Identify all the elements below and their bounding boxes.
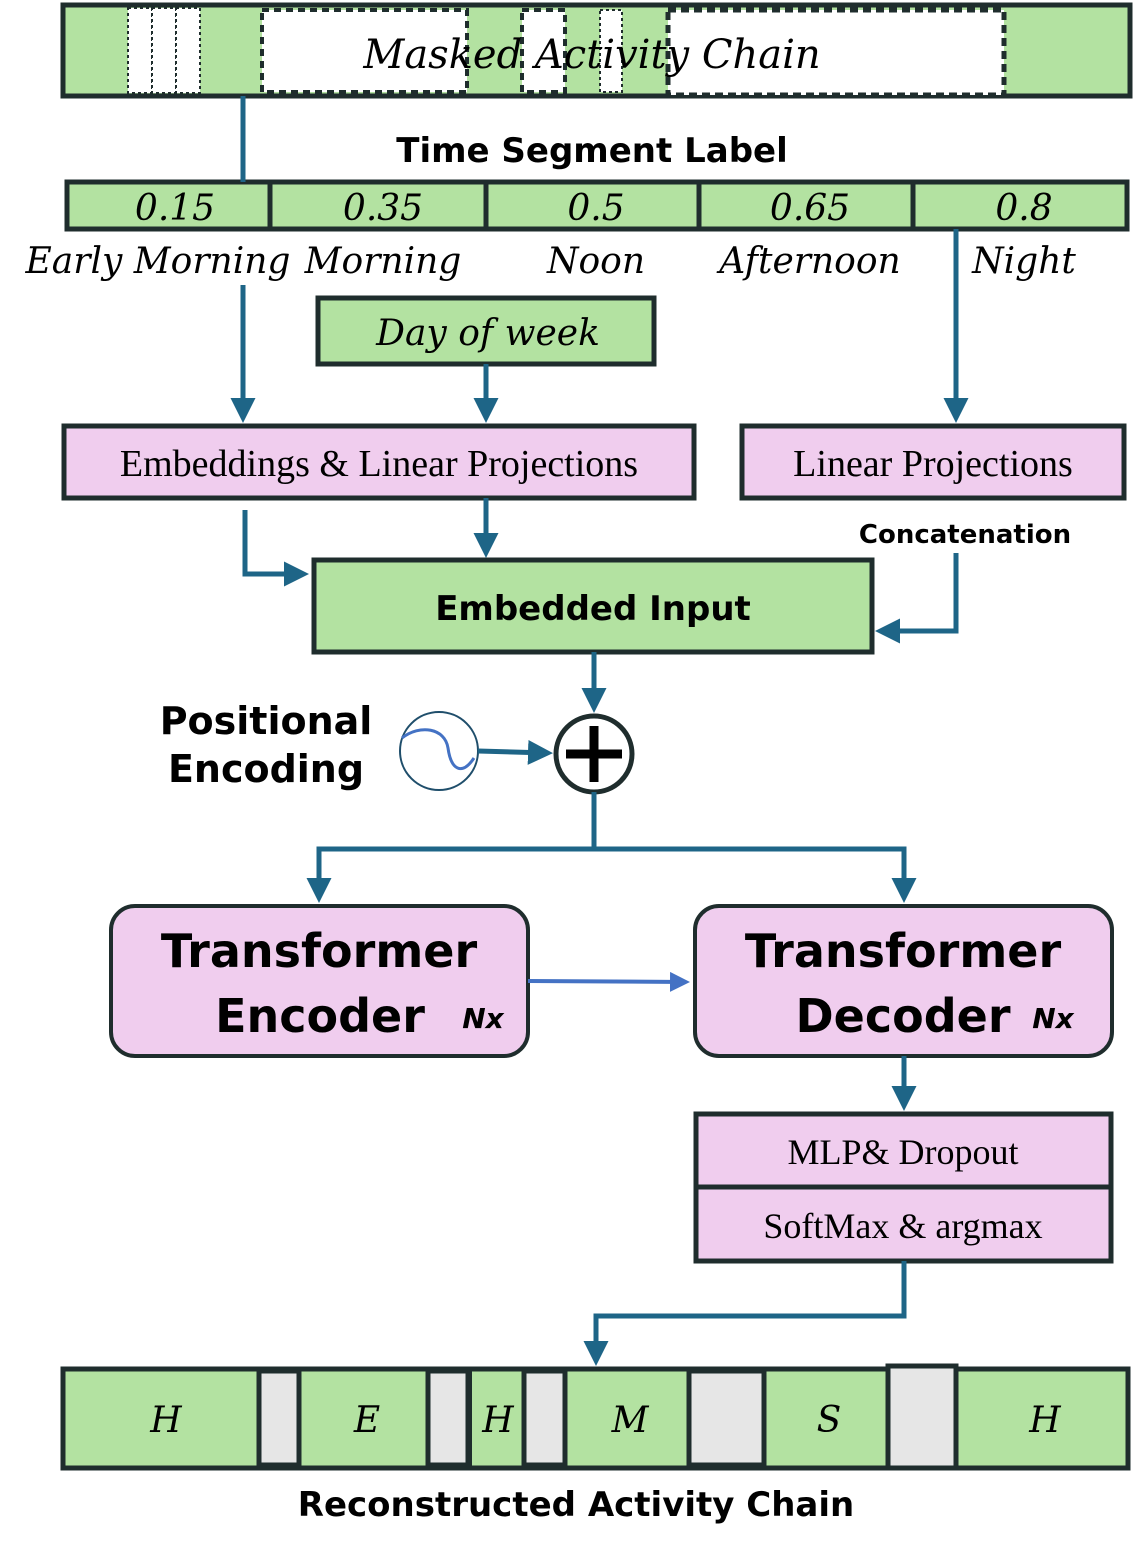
encoder-line1: Transformer (161, 924, 478, 978)
arrow-add-to-encoder (306, 792, 597, 903)
segment-name: Morning (304, 241, 462, 282)
reconstructed-chain: H E H M S H (60, 1363, 1131, 1471)
segment-name: Early Morning (25, 241, 291, 282)
embedded-input-box: Embedded Input (311, 557, 875, 655)
empty-cell (425, 1368, 471, 1468)
empty-cell (521, 1368, 568, 1468)
wave-icon (399, 711, 479, 791)
segment-value: 0.15 (135, 188, 215, 229)
transformer-decoder-box: Transformer Decoder Nx (693, 904, 1114, 1058)
segment-name: Night (971, 241, 1076, 282)
masked-chain-label: Masked Activity Chain (362, 32, 820, 78)
mask-block (520, 8, 567, 94)
segment-value: 0.35 (343, 188, 423, 229)
segment-name: Noon (546, 241, 645, 282)
activity-cell: S (817, 1400, 842, 1441)
embeddings-label: Embeddings & Linear Projections (120, 443, 638, 485)
connectors (230, 96, 969, 1366)
mlp-dropout-box: MLP& Dropout (693, 1111, 1114, 1190)
add-icon (553, 713, 635, 795)
arrow-embeddings-to-input (242, 510, 309, 587)
embedded-input-label: Embedded Input (435, 589, 751, 629)
mask-block (599, 9, 623, 93)
empty-cell (256, 1368, 302, 1468)
decoder-line2: Decoder (795, 989, 1010, 1043)
transformer-encoder-box: Transformer Encoder Nx (109, 904, 530, 1058)
mlp-label: MLP& Dropout (787, 1132, 1018, 1172)
activity-cell: H (481, 1400, 514, 1441)
activity-cell: E (353, 1400, 380, 1441)
arrow-linear-to-input (875, 553, 959, 644)
segment-name: Afternoon (716, 241, 900, 282)
time-segment-bar: 0.15 0.35 0.5 0.65 0.8 (64, 179, 1130, 232)
empty-cell (686, 1368, 767, 1468)
concatenation-label: Concatenation (859, 520, 1071, 550)
arrow-add-to-decoder (594, 846, 917, 903)
segment-value: 0.8 (995, 188, 1052, 229)
softmax-box: SoftMax & argmax (693, 1184, 1114, 1264)
decoder-line1: Transformer (745, 924, 1062, 978)
arrow-pe-to-add (477, 739, 553, 765)
arrow-encoder-to-decoder (527, 971, 690, 992)
encoder-line2: Encoder (215, 989, 425, 1043)
positional-encoding-line1: Positional (160, 699, 373, 743)
activity-cell: H (1028, 1400, 1061, 1441)
encoder-nx: Nx (462, 1002, 504, 1035)
mask-block (175, 7, 201, 94)
segment-value: 0.65 (770, 188, 850, 229)
positional-encoding-line2: Encoding (168, 747, 364, 791)
mask-block (665, 7, 1007, 98)
masked-activity-chain: Masked Activity Chain (60, 2, 1133, 99)
day-of-week-box: Day of week (315, 295, 657, 367)
embeddings-box: Embeddings & Linear Projections (61, 423, 697, 501)
day-of-week-label: Day of week (375, 313, 600, 354)
activity-cell: H (149, 1400, 182, 1441)
time-segment-title: Time Segment Label (396, 131, 788, 171)
empty-cell (885, 1363, 959, 1471)
decoder-nx: Nx (1032, 1002, 1074, 1035)
arrow-softmax-to-output (583, 1261, 907, 1366)
segment-value: 0.5 (567, 188, 624, 229)
linear-projections-label: Linear Projections (793, 443, 1073, 485)
activity-cell: M (611, 1400, 650, 1441)
mask-block (260, 8, 469, 94)
mask-block (151, 7, 177, 94)
reconstructed-title: Reconstructed Activity Chain (298, 1485, 854, 1525)
softmax-label: SoftMax & argmax (763, 1206, 1042, 1246)
mask-block (127, 7, 153, 94)
linear-projections-box: Linear Projections (739, 423, 1127, 501)
